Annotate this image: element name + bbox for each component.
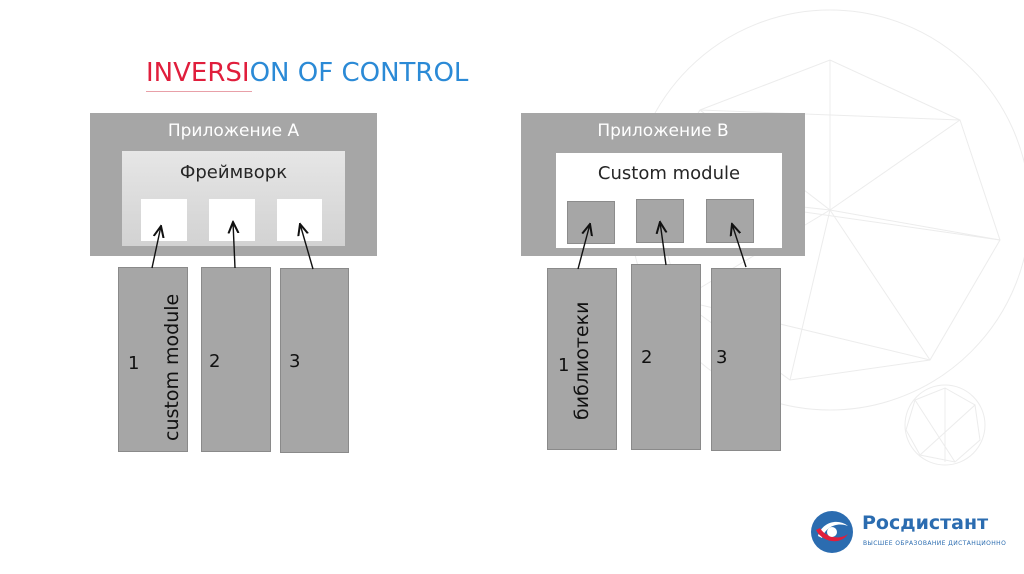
b-column-3 [711, 268, 781, 451]
b-column-1-number: 1 [558, 355, 570, 376]
a-column-2-number: 2 [209, 351, 221, 372]
a-column-3 [280, 268, 349, 453]
app-b-label: Приложение B [597, 121, 729, 141]
app-a-label: Приложение A [167, 121, 300, 141]
a-column-1 [118, 267, 188, 452]
b-column-2 [631, 264, 701, 450]
arrow-a-2 [233, 222, 235, 269]
b-column-1 [547, 268, 617, 450]
a-column-1-number: 1 [128, 353, 140, 374]
b-column-2-number: 2 [641, 347, 653, 368]
title-underline [146, 91, 252, 92]
arrow-a-1 [151, 226, 161, 269]
arrow-b-3 [732, 224, 747, 268]
title-part-red: INVERSI [146, 58, 250, 88]
rosdistant-logo-icon [811, 511, 853, 553]
title-part-blue-2: OF CONTROL [289, 58, 469, 88]
arrow-b-1 [577, 224, 590, 270]
custom-module-label: Custom module [597, 163, 741, 184]
logo-name: Росдистант [862, 512, 989, 534]
slide-title: INVERSION OF CONTROL [146, 58, 468, 88]
b-column-3-number: 3 [716, 347, 728, 368]
arrow-a-3 [300, 224, 314, 270]
framework-label: Фреймворк [179, 162, 288, 183]
framework-slot-2 [209, 199, 255, 241]
a-column-2 [201, 267, 271, 452]
title-part-blue-1: ON [249, 58, 290, 88]
a-column-3-number: 3 [289, 351, 301, 372]
logo-tagline: ВЫСШЕЕ ОБРАЗОВАНИЕ ДИСТАНЦИОННО [863, 540, 1007, 547]
arrow-b-2 [660, 222, 666, 266]
